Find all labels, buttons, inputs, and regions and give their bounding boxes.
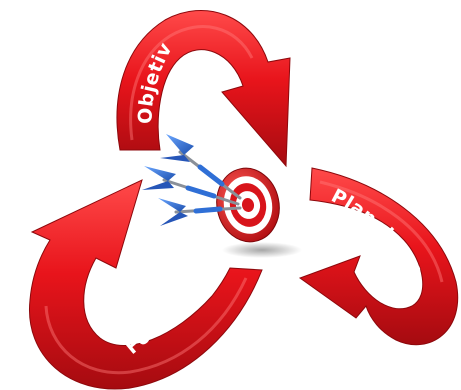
target-with-darts-icon xyxy=(142,134,302,258)
dart-middle xyxy=(142,166,240,206)
arrow-objetivo: Objetivo xyxy=(0,0,291,168)
target-shadow xyxy=(222,242,302,258)
target-board xyxy=(216,167,280,243)
dart-top xyxy=(160,134,242,200)
dart-bottom xyxy=(158,198,242,226)
label-objetivo: Objetivo xyxy=(0,0,177,124)
